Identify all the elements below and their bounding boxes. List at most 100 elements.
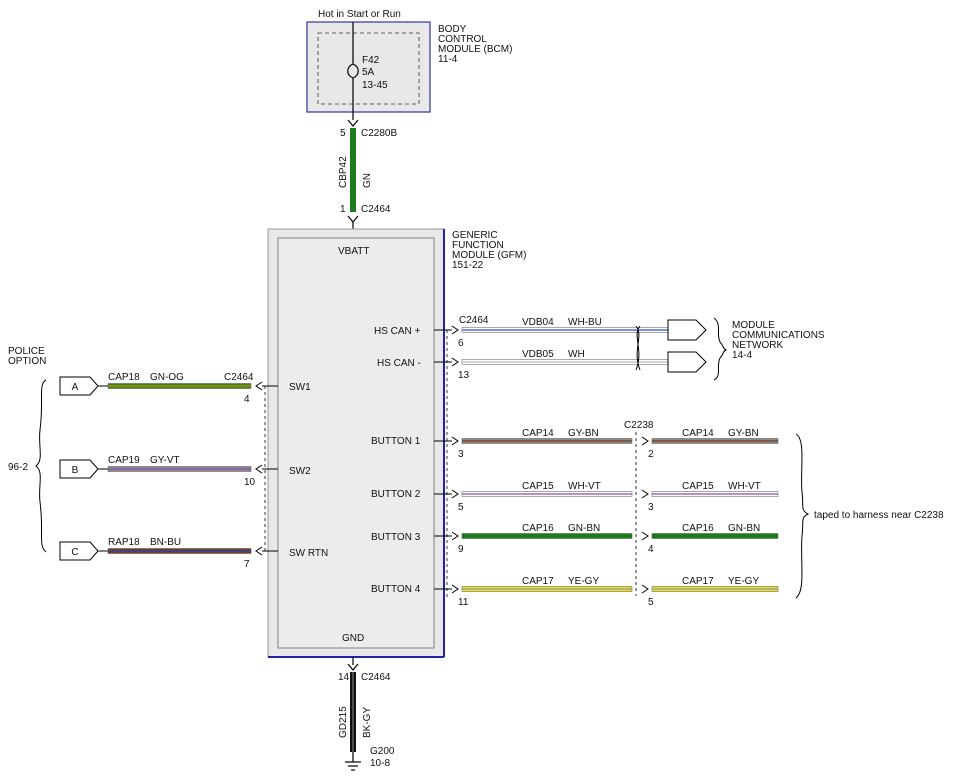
wire-circuit: CAP17 bbox=[682, 576, 714, 587]
connector-chevron-icon bbox=[347, 215, 359, 223]
pin-sw-rtn: SW RTN bbox=[289, 548, 328, 559]
pin-gnd: GND bbox=[342, 633, 364, 644]
connector-chevron-icon bbox=[641, 436, 649, 446]
wire-circuit: CAP18 bbox=[108, 372, 140, 383]
button-wire-gfm-cap15 bbox=[461, 491, 633, 497]
pin-button3: BUTTON 3 bbox=[371, 532, 421, 543]
wire-color: BN-BU bbox=[150, 537, 181, 548]
bcm-title: BODY CONTROL MODULE (BCM) 11-4 bbox=[438, 24, 515, 65]
pin-button1: BUTTON 1 bbox=[371, 436, 421, 447]
wire-pin: 5 bbox=[458, 502, 464, 513]
wire-pin: 4 bbox=[648, 544, 654, 555]
wire-circuit: CAP15 bbox=[522, 481, 554, 492]
wire-circuit: VDB05 bbox=[522, 349, 554, 360]
connector-chevron-icon bbox=[255, 464, 263, 474]
button-wire-harness-cap15 bbox=[651, 491, 779, 497]
button-wire-gfm-cap16 bbox=[461, 533, 633, 539]
power-circuit: CBP42 bbox=[338, 156, 349, 188]
wire-circuit: CAP17 bbox=[522, 576, 554, 587]
wire-pin: 6 bbox=[458, 338, 464, 349]
input-letter: C bbox=[71, 547, 78, 558]
wire-color: YE-GY bbox=[568, 576, 599, 587]
button-wire-harness-cap16 bbox=[651, 533, 779, 539]
bcm-power-label: Hot in Start or Run bbox=[318, 9, 401, 20]
ground-connector: C2464 bbox=[361, 672, 391, 683]
button-wire-gfm-cap17 bbox=[461, 586, 633, 592]
harness-brace-icon bbox=[795, 433, 810, 599]
connector-chevron-icon bbox=[641, 531, 649, 541]
police-option-ref: 96-2 bbox=[8, 462, 28, 473]
connector-chevron-icon bbox=[451, 357, 459, 367]
wire-pin: 13 bbox=[458, 370, 470, 381]
ground-id: G200 bbox=[370, 746, 395, 757]
power-connector-top: C2280B bbox=[361, 128, 397, 139]
fuse-ref: 13-45 bbox=[362, 80, 388, 91]
wire-circuit: CAP16 bbox=[522, 523, 554, 534]
twisted-pair-icon bbox=[635, 325, 641, 371]
fuse-rating: 5A bbox=[362, 67, 375, 78]
button-wire-harness-cap14 bbox=[651, 438, 779, 444]
wire-pin: 2 bbox=[648, 449, 654, 460]
police-option-brace-icon bbox=[35, 379, 47, 553]
gfm-module bbox=[267, 228, 445, 658]
power-color: GN bbox=[362, 173, 373, 188]
input-letter: A bbox=[72, 382, 79, 393]
input-tag-a bbox=[59, 376, 99, 396]
button-wire-harness-cap17 bbox=[651, 586, 779, 592]
pin-sw2: SW2 bbox=[289, 466, 311, 477]
network-title: MODULE COMMUNICATIONS NETWORK 14-4 bbox=[732, 320, 827, 361]
wire-circuit: CAP16 bbox=[682, 523, 714, 534]
connector-chevron-icon bbox=[451, 531, 459, 541]
pin-button4: BUTTON 4 bbox=[371, 584, 421, 595]
ground-symbol-icon bbox=[345, 752, 361, 771]
wire-circuit: CAP15 bbox=[682, 481, 714, 492]
pin-hs-can-minus: HS CAN - bbox=[377, 358, 421, 369]
wire-color: GY-BN bbox=[728, 428, 759, 439]
wire-circuit: RAP18 bbox=[108, 537, 140, 548]
police-wire-b bbox=[107, 466, 252, 472]
pin-button2: BUTTON 2 bbox=[371, 489, 421, 500]
wire-pin: 3 bbox=[648, 502, 654, 513]
wire-color: GN-BN bbox=[568, 523, 600, 534]
ground-ref: 10-8 bbox=[370, 758, 390, 769]
pin-vbatt: VBATT bbox=[338, 246, 369, 257]
wire-circuit: CAP14 bbox=[682, 428, 714, 439]
wire-circuit: VDB04 bbox=[522, 317, 554, 328]
power-wire bbox=[350, 128, 356, 212]
police-option-title: POLICE OPTION bbox=[8, 346, 47, 367]
wire-color: WH-VT bbox=[728, 481, 761, 492]
connector-chevron-icon bbox=[451, 584, 459, 594]
connector-chevron-icon bbox=[347, 119, 359, 127]
wire-color: WH-BU bbox=[568, 317, 602, 328]
wire-color: GN-OG bbox=[150, 372, 184, 383]
button-wire-gfm-cap14 bbox=[461, 438, 633, 444]
connector-chevron-icon bbox=[451, 489, 459, 499]
power-pin-bottom: 1 bbox=[340, 204, 346, 215]
wire-circuit: CAP14 bbox=[522, 428, 554, 439]
wire-color: YE-GY bbox=[728, 576, 759, 587]
splice-connector: C2238 bbox=[624, 420, 654, 431]
wire-pin: 5 bbox=[648, 597, 654, 608]
wire-pin: 10 bbox=[244, 477, 256, 488]
wire-color: GY-VT bbox=[150, 455, 180, 466]
connector-chevron-icon bbox=[255, 381, 263, 391]
power-pin-top: 5 bbox=[340, 128, 346, 139]
network-brace-icon bbox=[713, 317, 728, 381]
connector-chevron-icon bbox=[451, 325, 459, 335]
network-connector-icon bbox=[667, 319, 707, 341]
connector-chevron-icon bbox=[451, 436, 459, 446]
harness-note: taped to harness near C2238 bbox=[814, 510, 944, 521]
police-wire-c bbox=[107, 548, 252, 554]
input-letter: B bbox=[72, 465, 79, 476]
wire-pin: 9 bbox=[458, 544, 464, 555]
bcm-module bbox=[306, 21, 431, 113]
network-connector: C2464 bbox=[459, 315, 489, 326]
connector-chevron-icon bbox=[641, 584, 649, 594]
fuse-f42-icon bbox=[347, 22, 359, 120]
wire-pin: 3 bbox=[458, 449, 464, 460]
ground-color: BK-GY bbox=[362, 707, 373, 738]
wire-color: WH bbox=[568, 349, 585, 360]
